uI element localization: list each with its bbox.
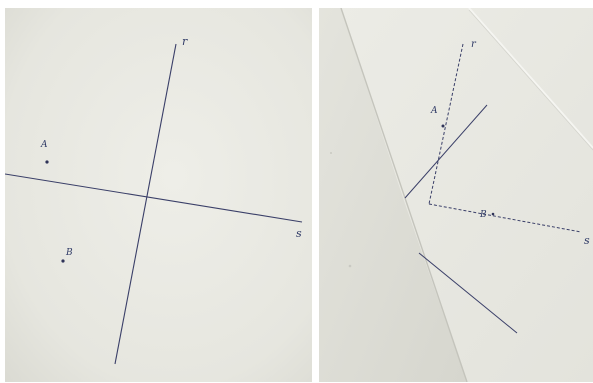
right-photo-drawing: [319, 8, 593, 382]
crease-shadow: [468, 9, 593, 151]
label-r: r: [471, 39, 476, 50]
right-photo: r s A B: [319, 8, 593, 382]
point-b: [61, 259, 65, 263]
crease-line: [468, 8, 593, 149]
fold-edge: [340, 8, 468, 382]
line-r: [114, 43, 177, 365]
label-s: s: [584, 234, 590, 247]
paper-sheet: [5, 8, 312, 382]
point-a: [45, 160, 49, 164]
label-b: B: [66, 248, 73, 258]
label-r: r: [182, 35, 188, 48]
construction-line-upper: [404, 104, 488, 199]
label-a: A: [431, 106, 438, 116]
point-a: [441, 124, 445, 128]
folded-flap: [319, 8, 467, 382]
ghost-mark: [330, 152, 332, 154]
line-r: [428, 43, 464, 205]
label-b: B: [480, 210, 487, 220]
label-s: s: [296, 227, 302, 240]
point-b: [491, 212, 495, 216]
ghost-mark: [348, 264, 352, 268]
line-s: [428, 203, 582, 233]
left-photo: r s A B: [5, 8, 312, 382]
label-a: A: [41, 140, 48, 150]
left-photo-drawing: [5, 8, 312, 382]
line-s: [5, 173, 303, 223]
construction-line-lower: [418, 252, 518, 334]
